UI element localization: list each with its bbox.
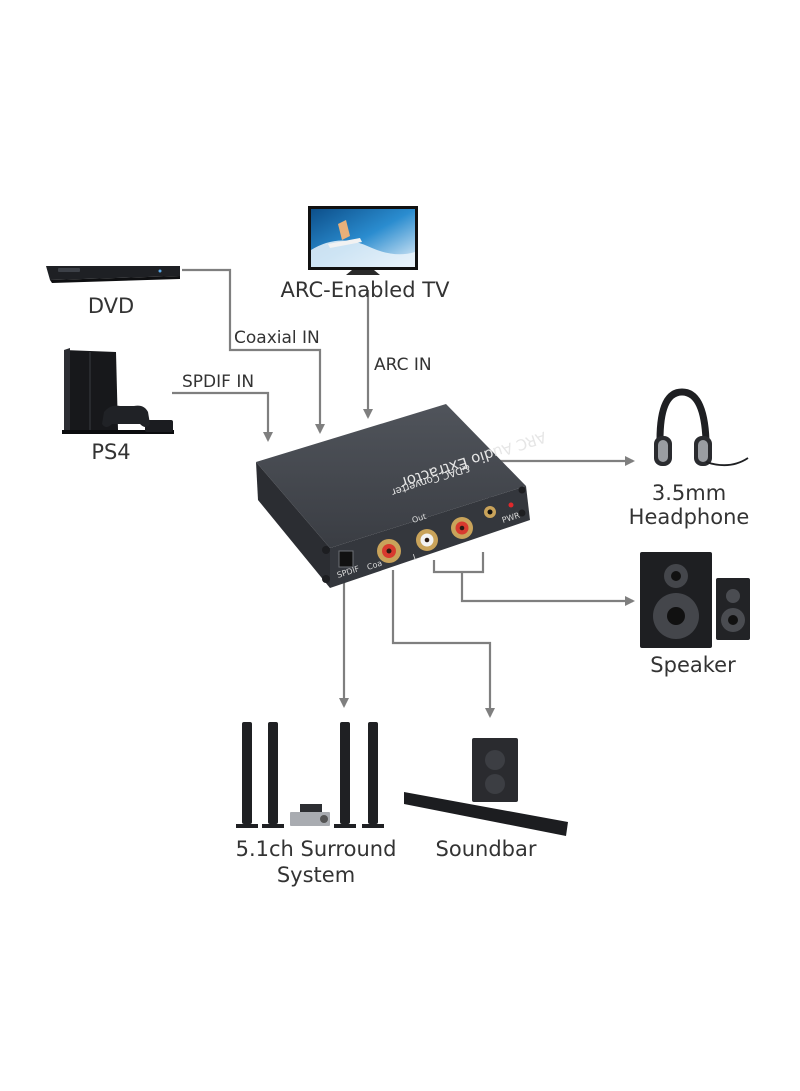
label-arc-in: ARC IN — [374, 355, 432, 375]
label-headphone-1: 3.5mm — [652, 481, 726, 505]
coaxial-in-line — [182, 268, 325, 434]
headphone-icon — [654, 388, 749, 467]
ps4-console-icon — [62, 348, 174, 434]
label-tv: ARC-Enabled TV — [281, 278, 451, 302]
port-label-out: Out — [411, 512, 428, 525]
speaker-icon — [640, 552, 750, 648]
dvd-player-icon — [46, 266, 180, 283]
rca-bracket-line — [432, 552, 485, 574]
label-soundbar: Soundbar — [436, 837, 537, 861]
label-headphone-2: Headphone — [629, 505, 750, 529]
soundbar-icon — [404, 738, 568, 836]
label-speaker: Speaker — [650, 653, 736, 677]
speaker-out-line — [460, 572, 635, 606]
label-surround-1: 5.1ch Surround — [236, 837, 397, 861]
labels: DVD ARC-Enabled TV Coaxial IN ARC IN SPD… — [88, 278, 749, 887]
label-surround-2: System — [277, 863, 355, 887]
power-led — [508, 502, 514, 508]
tv-icon — [308, 206, 418, 275]
headphone-jack-port — [484, 506, 496, 518]
label-dvd: DVD — [88, 294, 134, 318]
label-ps4: PS4 — [91, 440, 130, 464]
label-coaxial-in: Coaxial IN — [234, 328, 320, 348]
spdif-port — [338, 550, 354, 568]
rca-right-port — [451, 517, 473, 539]
label-spdif-in: SPDIF IN — [182, 372, 254, 392]
spdif-in-line — [172, 391, 273, 442]
arc-audio-extractor-device: ARC Audio Extractor &DAC Converter SPDIF… — [256, 404, 548, 588]
rca-left-port — [416, 529, 438, 551]
soundbar-out-line — [391, 570, 495, 718]
coax-port — [377, 539, 401, 563]
port-label-l: L — [412, 552, 420, 562]
surround-system-icon — [236, 722, 384, 828]
